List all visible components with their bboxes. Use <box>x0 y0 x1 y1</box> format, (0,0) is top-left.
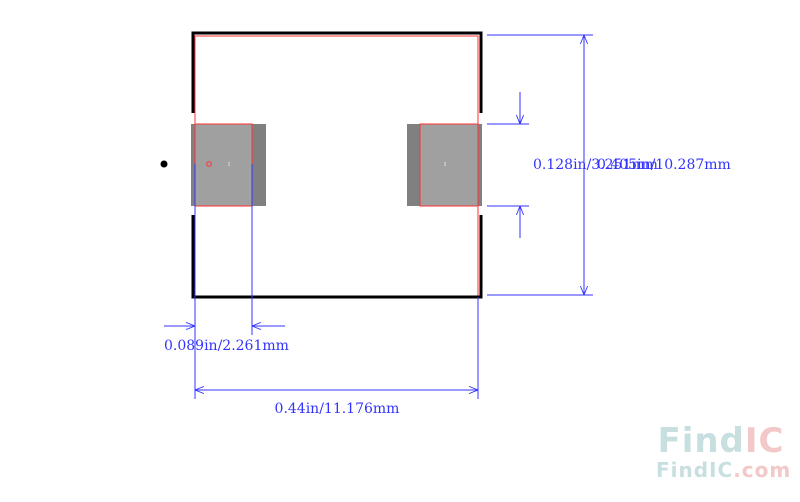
pad-right-top-layer <box>420 124 478 206</box>
findic-logo: FindIC FindIC.com <box>656 421 790 482</box>
dimension-overall-width-label: 0.44in/11.176mm <box>275 401 400 417</box>
pad-left <box>191 123 266 207</box>
dimension-pad-height <box>487 92 529 238</box>
dimension-overall-height-label: 0.405in/10.287mm <box>597 157 731 173</box>
body-outline <box>191 31 483 299</box>
dimension-overall-width <box>194 297 479 399</box>
pin1-dot <box>160 160 168 168</box>
logo-find-text: Find <box>657 421 745 461</box>
dimension-pad-width-label: 0.089in/2.261mm <box>164 338 289 354</box>
dimension-overall-height <box>487 34 593 296</box>
logo-ic-text: IC <box>744 421 785 461</box>
logo-url-domain: .com <box>733 458 792 482</box>
pad-right-label: 2 <box>444 162 447 167</box>
logo-url-name: FindIC <box>656 458 734 482</box>
dimension-pad-height-label: 0.128in/3.251mm <box>533 157 658 173</box>
pad-left-label: 1 <box>228 162 231 167</box>
pin1-origin-marker <box>206 161 212 167</box>
pad-left-top-layer <box>195 124 252 206</box>
